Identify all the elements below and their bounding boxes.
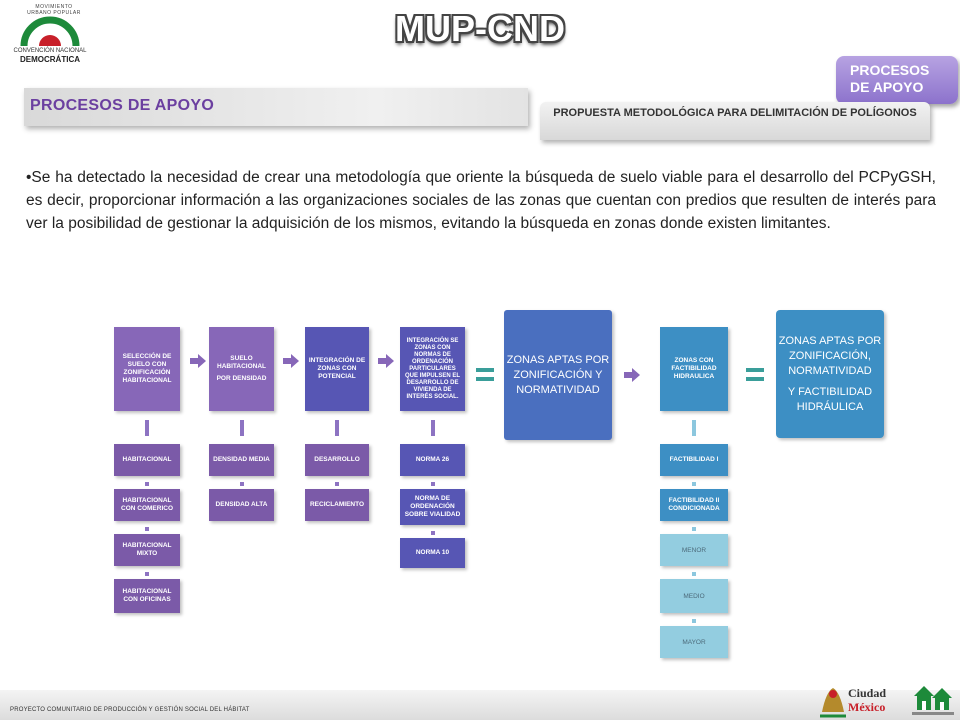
arrow-right-icon [624,368,640,382]
list-item-label: MENOR [681,546,707,554]
section-title: PROCESOS DE APOYO [30,97,215,114]
logo-top-text: MOVIMIENTO URBANO POPULAR [27,4,81,16]
step-integracion-zonas-label: INTEGRACIÓN DE ZONAS CON POTENCIAL [308,357,366,380]
list-item: NORMA DE ORDENACIÓN SOBRE VIALIDAD [400,489,465,525]
cdmx-line2: México [848,700,886,714]
list-item-label: MEDIO [683,592,705,600]
list-item-label: MAYOR [682,638,706,646]
list-item: HABITACIONAL CON COMERICO [114,489,180,521]
footer-text: PROYECTO COMUNITARIO DE PRODUCCIÓN Y GES… [10,707,250,713]
connector [431,420,435,436]
ciudad-mexico-logo: Ciudad México [818,680,898,718]
logo-text-line2: DEMOCRÁTICA [20,55,80,64]
list-item-label: HABITACIONAL CON COMERICO [121,497,173,512]
list-item-label: NORMA DE ORDENACIÓN SOBRE VIALIDAD [404,495,461,518]
step-factibilidad-hidraulica: ZONAS CON FACTIBILIDAD HIDRAULICA [660,327,728,411]
arrow-right-icon [378,354,394,368]
step-integracion-zonas: INTEGRACIÓN DE ZONAS CON POTENCIAL [305,327,369,411]
connector [335,420,339,436]
main-title: MUP-CND [395,8,565,49]
list-item-label: FACTIBILIDAD I [669,456,719,463]
footer-strip [0,690,960,720]
list-item-label: HABITACIONAL MIXTO [122,542,172,557]
list-item: HABITACIONAL [114,444,180,476]
list-item: RECICLAMIENTO [305,489,369,521]
step-seleccion-suelo: SELECCIÓN DE SUELO CON ZONIFICACIÓN HABI… [114,327,180,411]
connector-dot [145,527,149,531]
list-item: HABITACIONAL CON OFICINAS [114,579,180,613]
arrow-right-icon [283,354,299,368]
proposal-title: PROPUESTA METODOLÓGICA PARA DELIMITACIÓN… [553,107,917,119]
list-item: DENSIDAD MEDIA [209,444,274,476]
step-normas-ordenacion: INTEGRACIÓN SE ZONAS CON NORMAS DE ORDEN… [400,327,465,411]
list-item-label: DESARROLLO [314,456,360,463]
connector [240,420,244,436]
connector-dot [692,527,696,531]
list-item: MENOR [660,534,728,566]
equals-icon [746,368,764,384]
house-icon [912,686,954,715]
badge-line2: DE APOYO [850,79,924,95]
connector-dot [431,531,435,535]
step-suelo-habitacional: SUELO HABITACIONAL POR DENSIDAD [209,327,274,411]
list-item: HABITACIONAL MIXTO [114,534,180,566]
connector-dot [692,482,696,486]
list-item-label: RECICLAMIENTO [309,501,365,508]
result-zonas-aptas-hidraulica-label2: Y FACTIBILIDAD HIDRÁULICA [787,385,873,413]
connector-dot [240,482,244,486]
connector-dot [692,619,696,623]
section-header-bar: PROCESOS DE APOYO [24,88,528,126]
list-item: DENSIDAD ALTA [209,489,274,521]
procesos-badge: PROCESOS DE APOYO [836,56,958,104]
step-factibilidad-hidraulica-label: ZONAS CON FACTIBILIDAD HIDRAULICA [671,357,717,380]
mup-logo: MOVIMIENTO URBANO POPULAR CONVENCIÓN NAC… [4,4,96,66]
eagle-emblem-icon [820,688,846,718]
step-por-densidad-label: POR DENSIDAD [216,375,267,382]
list-item-label: DENSIDAD MEDIA [213,456,270,463]
proposal-header-bar: PROPUESTA METODOLÓGICA PARA DELIMITACIÓN… [540,102,930,140]
connector-dot [335,482,339,486]
arrow-right-icon [190,354,206,368]
equals-icon [476,368,494,384]
connector-dot [145,572,149,576]
connector [145,420,149,436]
list-item-label: HABITACIONAL CON OFICINAS [122,588,172,603]
connector-dot [692,572,696,576]
result-zonas-aptas-hidraulica: ZONAS APTAS POR ZONIFICACIÓN, NORMATIVID… [776,310,884,438]
list-item: MEDIO [660,579,728,613]
connector-dot [431,482,435,486]
result-zonas-aptas-label: ZONAS APTAS POR ZONIFICACIÓN Y NORMATIVI… [506,353,610,396]
list-item-label: NORMA 26 [415,456,450,463]
cdmx-line1: Ciudad [848,686,887,700]
step-seleccion-suelo-label: SELECCIÓN DE SUELO CON ZONIFICACIÓN HABI… [122,353,172,384]
logo-text-line1: CONVENCIÓN NACIONAL [13,48,87,54]
list-item-label: DENSIDAD ALTA [215,501,268,508]
result-zonas-aptas: ZONAS APTAS POR ZONIFICACIÓN Y NORMATIVI… [504,310,612,440]
intro-paragraph: •Se ha detectado la necesidad de crear u… [26,169,936,232]
list-item: MAYOR [660,626,728,658]
list-item-label: NORMA 10 [415,549,450,556]
list-item: NORMA 10 [400,538,465,568]
list-item: DESARROLLO [305,444,369,476]
step-normas-ordenacion-label: INTEGRACIÓN SE ZONAS CON NORMAS DE ORDEN… [404,337,460,400]
list-item: FACTIBILIDAD I [660,444,728,476]
connector-dot [145,482,149,486]
connector [692,420,696,436]
housing-institute-logo [908,680,958,718]
logo-emblem-icon [20,16,80,47]
list-item-label: HABITACIONAL [122,456,172,463]
result-zonas-aptas-hidraulica-label1: ZONAS APTAS POR ZONIFICACIÓN, NORMATIVID… [778,334,882,377]
list-item: NORMA 26 [400,444,465,476]
list-item-label: FACTIBILIDAD II CONDICIONADA [668,497,720,512]
step-suelo-habitacional-label: SUELO HABITACIONAL [217,355,266,370]
badge-line1: PROCESOS [850,62,930,78]
list-item: FACTIBILIDAD II CONDICIONADA [660,489,728,521]
